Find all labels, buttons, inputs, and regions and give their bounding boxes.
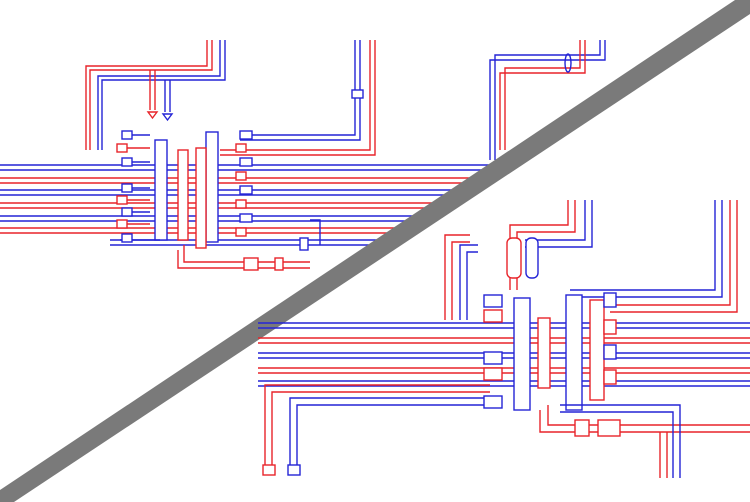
overview-central-trunks	[120, 131, 310, 269]
pipe-end-arrow-icon	[161, 113, 174, 122]
zoomed-lower-right-runs	[539, 404, 750, 478]
overview-horizontal-runs	[0, 164, 490, 246]
zoomed-upper-risers	[444, 200, 593, 320]
overview-top-riser	[220, 40, 376, 156]
pipe-fitting-icon	[525, 237, 539, 279]
pipe-end-arrow-icon	[146, 111, 159, 120]
zoomed-right-riser	[570, 200, 738, 313]
valve-icon	[243, 257, 259, 271]
overview-branch-elbows	[116, 130, 150, 243]
overview-branch-elbows-right	[235, 130, 321, 271]
overview-view	[0, 40, 606, 271]
zoomed-lower-left-bends	[262, 384, 490, 476]
overview-top-right-riser	[489, 40, 606, 160]
zoomed-horizontal-runs	[258, 322, 750, 387]
zoomed-view	[258, 200, 750, 478]
overview-upper-left-loop	[85, 40, 226, 150]
valve-icon	[564, 53, 572, 73]
valve-icon	[597, 419, 621, 437]
zoomed-central-trunks	[483, 292, 617, 411]
pipe-fitting-icon	[351, 89, 364, 99]
